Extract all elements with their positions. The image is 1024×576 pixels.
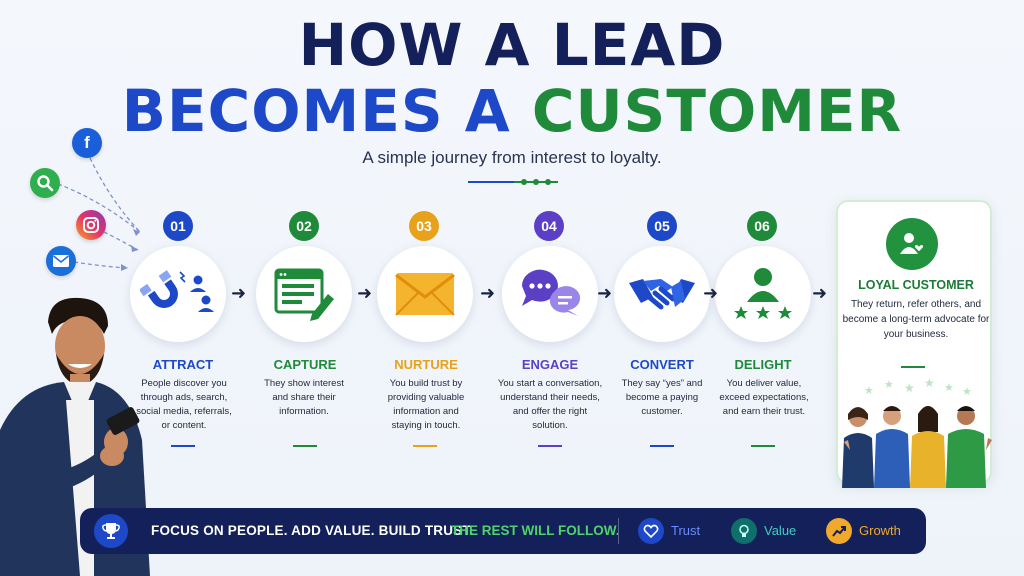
step-badge-1: 01	[163, 211, 193, 241]
step-desc-capture: They show interest and share their infor…	[264, 378, 344, 417]
step-underline	[751, 445, 775, 447]
step-circle-attract	[130, 246, 226, 342]
svg-text:★: ★	[904, 381, 915, 395]
step-underline	[413, 445, 437, 447]
loyal-customer-desc: They return, refer others, and become a …	[842, 299, 990, 340]
step-circle-convert	[614, 246, 710, 342]
step-underline	[650, 445, 674, 447]
step-title-attract: ATTRACT	[152, 357, 214, 372]
search-icon	[30, 168, 60, 198]
handshake-icon	[629, 279, 695, 310]
step-title-delight: DELIGHT	[734, 357, 792, 372]
banner-focus-text: FOCUS ON PEOPLE. ADD VALUE. BUILD TRUST.	[151, 523, 474, 538]
svg-text:★: ★	[962, 385, 972, 398]
loyal-heart-user-icon	[886, 218, 938, 270]
banner-divider	[618, 518, 619, 544]
magnet-icon	[140, 270, 214, 312]
trophy-icon	[94, 514, 128, 548]
chart-up-icon	[826, 518, 852, 544]
banner-follow-text: THE REST WILL FOLLOW.	[451, 523, 620, 538]
value-label-value: Value	[764, 523, 797, 538]
step-circle-delight	[715, 246, 811, 342]
lightbulb-icon	[731, 518, 757, 544]
step-circle-nurture	[377, 246, 473, 342]
instagram-icon	[76, 210, 106, 240]
step-underline	[293, 445, 317, 447]
page-title-line1: HOW A LEAD	[298, 11, 726, 79]
subtitle-divider	[468, 179, 558, 185]
arrow-icon: ➜	[357, 283, 373, 303]
step-underline	[171, 445, 195, 447]
svg-text:★: ★	[924, 378, 935, 390]
step-circle-capture	[256, 246, 352, 342]
happy-customers-illustration	[842, 406, 992, 488]
step-circle-engage	[502, 246, 598, 342]
step-title-engage: ENGAGE	[521, 357, 579, 372]
step-desc-attract: People discover you through ads, search,…	[136, 378, 232, 431]
svg-text:★: ★	[884, 378, 894, 391]
loyal-underline	[901, 366, 925, 368]
step-badge-5: 05	[647, 211, 677, 241]
step-desc-delight: You deliver value, exceed expectations, …	[719, 378, 809, 417]
arrow-icon: ➜	[812, 283, 828, 303]
step-title-nurture: NURTURE	[394, 357, 458, 372]
step-desc-convert: They say “yes” and become a paying custo…	[621, 378, 703, 417]
step-desc-engage: You start a conversation, understand the…	[497, 378, 603, 431]
title-customer: CUSTOMER	[531, 77, 903, 145]
value-label-growth: Growth	[859, 523, 901, 538]
arrow-icon: ➜	[231, 283, 247, 303]
arrow-icon: ➜	[703, 283, 719, 303]
arrow-icon: ➜	[597, 283, 613, 303]
step-badge-4: 04	[534, 211, 564, 241]
step-badge-6: 06	[747, 211, 777, 241]
loyal-stars-decoration: ★ ★ ★ ★ ★ ★	[864, 378, 972, 398]
form-icon	[274, 268, 334, 321]
step-badge-2: 02	[289, 211, 319, 241]
user-stars-icon	[734, 268, 792, 319]
step-title-convert: CONVERT	[630, 357, 694, 372]
arrow-icon: ➜	[480, 283, 496, 303]
email-icon	[46, 246, 76, 276]
chat-icon	[521, 269, 581, 316]
facebook-icon: f	[72, 128, 102, 158]
step-title-capture: CAPTURE	[273, 357, 337, 372]
value-label-trust: Trust	[671, 523, 701, 538]
svg-text:★: ★	[864, 384, 874, 397]
page-title-line2: BECOMES A CUSTOMER	[0, 78, 1024, 144]
step-underline	[538, 445, 562, 447]
heart-shield-icon	[638, 518, 664, 544]
subtitle: A simple journey from interest to loyalt…	[362, 148, 662, 167]
bottom-banner	[80, 508, 926, 554]
svg-text:★: ★	[944, 381, 954, 394]
loyal-customer-title: LOYAL CUSTOMER	[858, 278, 974, 292]
envelope-icon	[395, 273, 455, 316]
step-desc-nurture: You build trust by providing valuable in…	[387, 378, 465, 431]
step-badge-3: 03	[409, 211, 439, 241]
title-becomes-a: BECOMES A	[121, 77, 511, 145]
